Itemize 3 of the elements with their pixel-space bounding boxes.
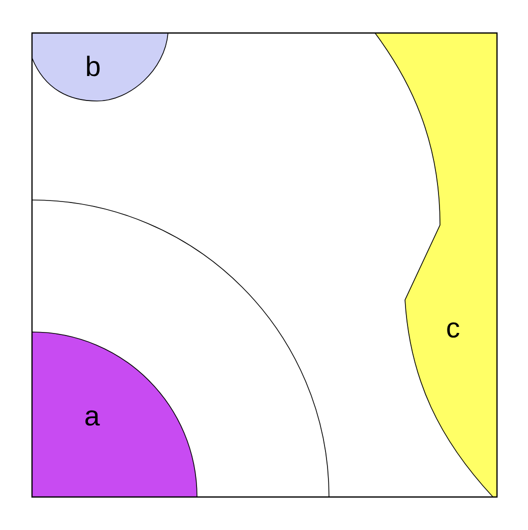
region: a [32,332,198,498]
region: b [32,32,168,102]
region: c [374,32,498,498]
